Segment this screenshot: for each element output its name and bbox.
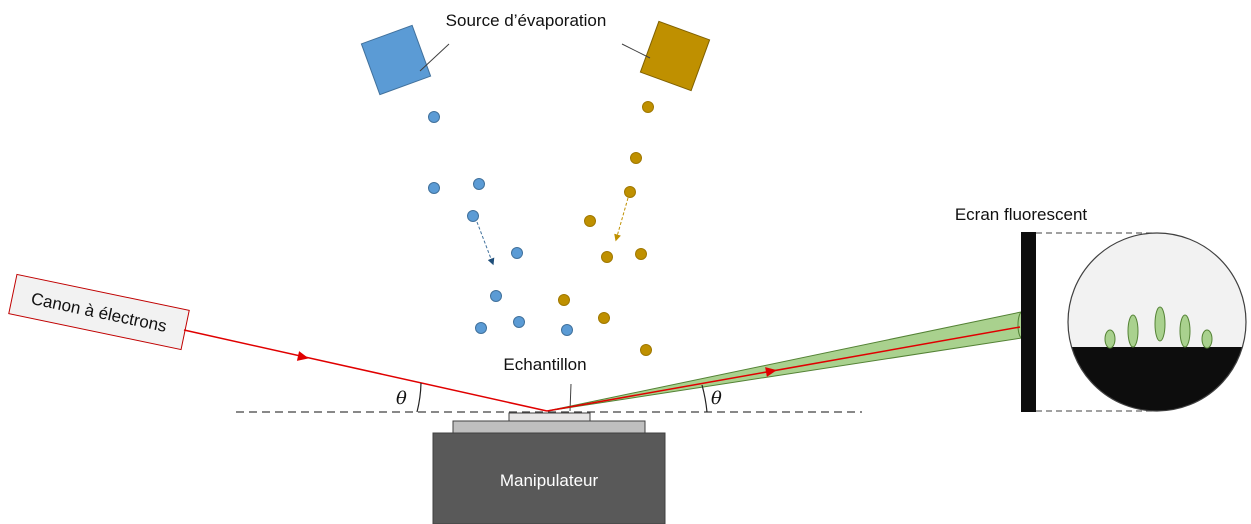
blue-atom <box>475 322 487 334</box>
incident-beam-arrow <box>296 351 309 361</box>
diffraction-streak <box>1127 314 1139 348</box>
screen-zoom-shadow <box>1068 347 1246 411</box>
screen-zoom-outline <box>1067 232 1247 412</box>
angle-label-left: θ <box>396 388 407 409</box>
blue-atoms <box>428 111 573 336</box>
blue-atom-arrow <box>476 221 495 266</box>
sample-label: Echantillon <box>503 355 586 374</box>
incident-beam <box>183 329 548 412</box>
diffracted-beam-arrow <box>765 367 777 377</box>
angle-arc-left <box>416 382 422 413</box>
gold-atom <box>635 248 647 260</box>
blue-atom <box>511 247 523 259</box>
blue-atom <box>513 316 525 328</box>
diffracted-cone <box>546 311 1023 412</box>
manipulator-block <box>432 432 666 524</box>
diffraction-streak <box>1154 306 1166 342</box>
blue-atom <box>428 182 440 194</box>
gold-atom <box>630 152 642 164</box>
angle-arc-right <box>701 384 708 413</box>
sample <box>508 412 591 422</box>
blue-evaporation-source <box>360 24 432 96</box>
gold-atoms <box>558 101 654 356</box>
gold-atom <box>640 344 652 356</box>
angle-label-right: θ <box>711 388 722 409</box>
gold-atom <box>584 215 596 227</box>
blue-atom <box>467 210 479 222</box>
blue-atom <box>473 178 485 190</box>
screen-zoom <box>1067 232 1247 412</box>
diffraction-streak <box>1104 329 1116 349</box>
diffraction-streaks <box>1104 306 1213 349</box>
gold-atom <box>598 312 610 324</box>
screen-label: Ecran fluorescent <box>955 205 1088 224</box>
source-label: Source d’évaporation <box>446 11 607 30</box>
gold-atom <box>601 251 613 263</box>
source-leader-left <box>419 43 450 72</box>
manipulator-label: Manipulateur <box>500 471 599 490</box>
diffraction-streak <box>1201 329 1213 349</box>
gold-atom <box>642 101 654 113</box>
electron-gun: Canon à électrons <box>8 273 190 351</box>
fluorescent-screen <box>1021 232 1036 412</box>
diffracted-beam <box>546 326 1021 412</box>
gold-atom <box>558 294 570 306</box>
blue-atom <box>490 290 502 302</box>
blue-atom <box>561 324 573 336</box>
source-leader-right <box>621 43 651 59</box>
manipulator-stage <box>452 420 646 434</box>
diffraction-streak <box>1179 314 1191 348</box>
blue-atom <box>428 111 440 123</box>
gold-evaporation-source <box>639 20 711 92</box>
gold-atom-arrow <box>614 197 629 242</box>
gold-atom <box>624 186 636 198</box>
